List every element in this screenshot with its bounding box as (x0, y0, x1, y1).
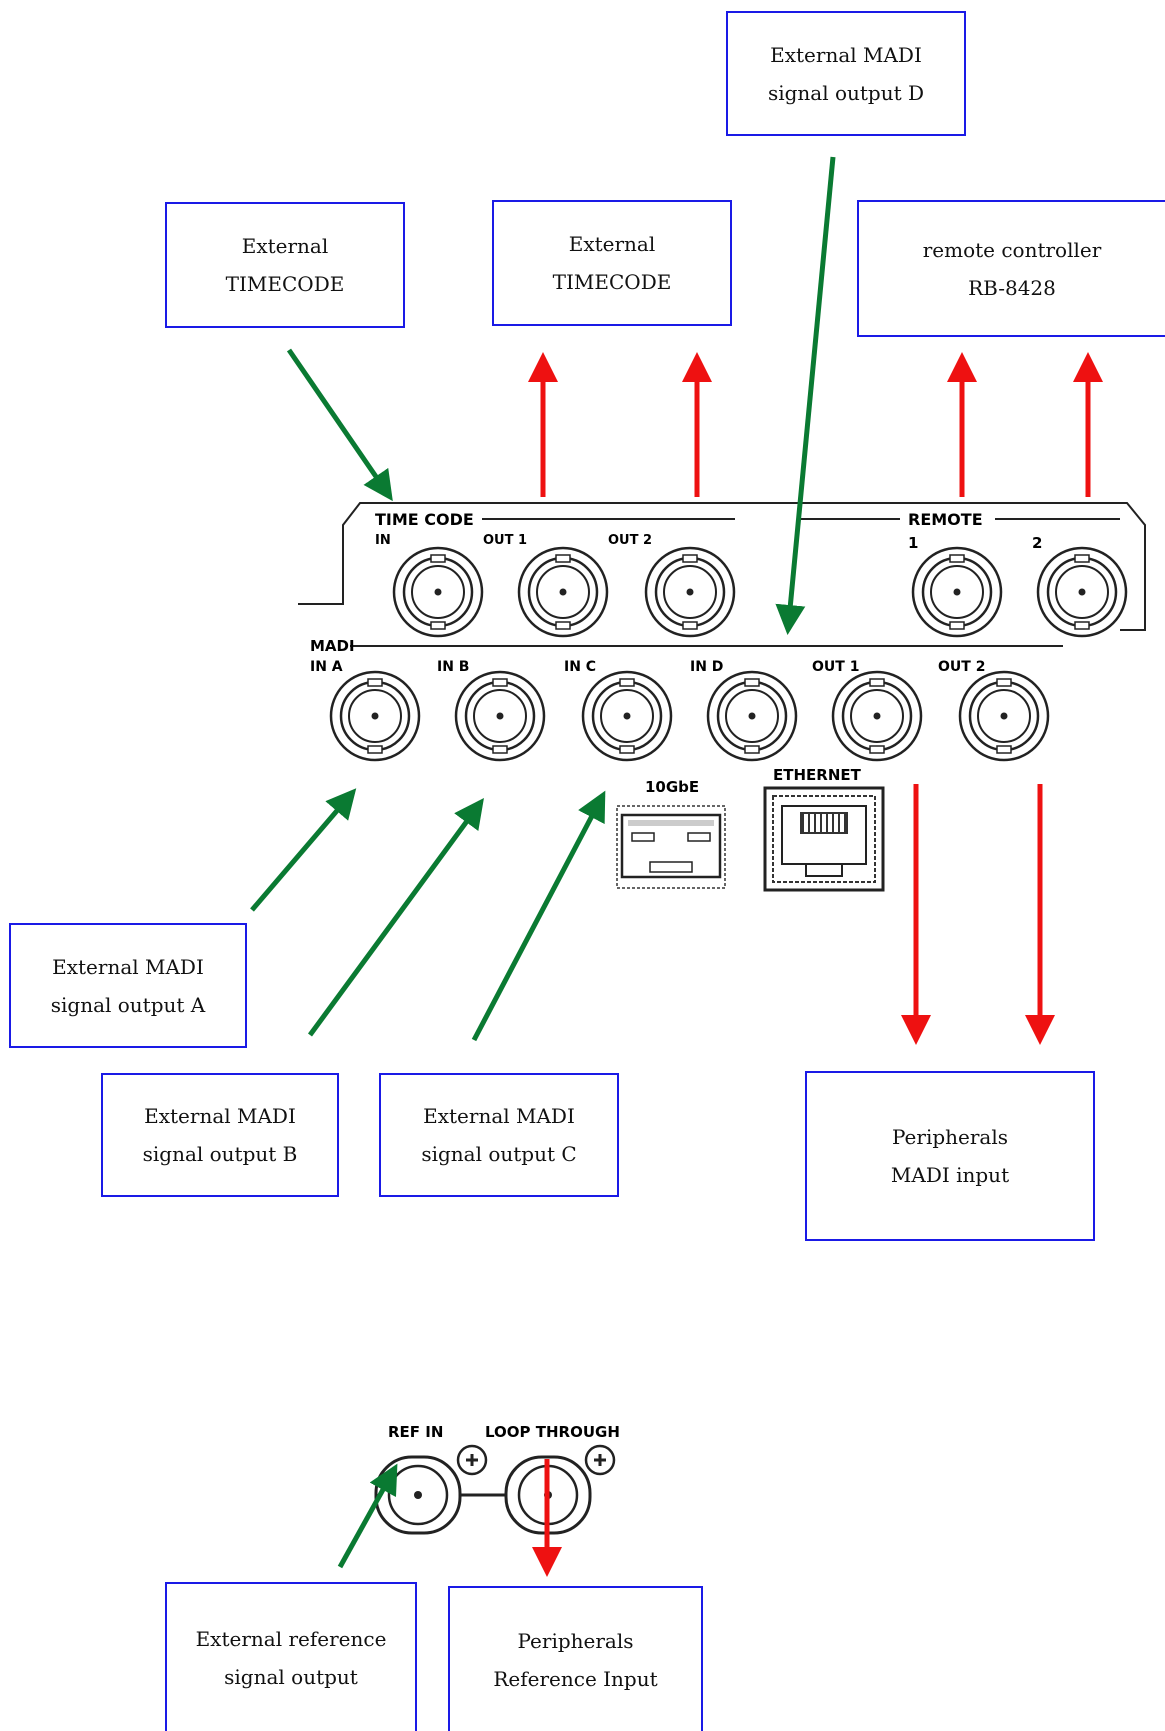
ref-in-screw-icon (456, 1444, 488, 1476)
bnc-tc-out1 (517, 546, 609, 638)
callout-madi-c-line2: signal output C (421, 1142, 577, 1166)
bnc-madi-in-c (581, 670, 673, 762)
bnc-remote-2 (1036, 546, 1128, 638)
callout-tc-in-line2: TIMECODE (225, 272, 345, 296)
callout-madi-d-line1: External MADI (770, 42, 922, 67)
bnc-madi-in-a (329, 670, 421, 762)
callout-peripherals-reference-input: Peripherals Reference Input (448, 1586, 703, 1731)
loop-through-screw-icon (584, 1444, 616, 1476)
arrow-madi-d-in (775, 156, 836, 635)
callout-madi-output-d: External MADI signal output D (726, 11, 966, 136)
madi-in-b-label: IN B (437, 659, 469, 675)
madi-label: MADI (310, 637, 355, 655)
callout-madi-output-b: External MADI signal output B (101, 1073, 339, 1197)
callout-remote-controller: remote controller RB-8428 (857, 200, 1165, 337)
tc-out1-label: OUT 1 (483, 533, 527, 548)
callout-periph-madi-line2: MADI input (890, 1163, 1010, 1187)
callout-tc-out-line2: TIMECODE (552, 270, 672, 294)
bnc-madi-out1 (831, 670, 923, 762)
ethernet-port (763, 786, 885, 892)
sfp-port-10gbe (616, 805, 726, 889)
callout-madi-output-c: External MADI signal output C (379, 1073, 619, 1197)
callout-remote-line1: remote controller (922, 237, 1102, 262)
remote-1-label: 1 (908, 534, 918, 552)
madi-in-d-label: IN D (690, 659, 723, 675)
madi-out1-label: OUT 1 (812, 659, 859, 675)
callout-tc-in-line1: External (241, 234, 329, 258)
callout-madi-a-line1: External MADI (52, 954, 204, 979)
bnc-madi-in-d (706, 670, 798, 762)
ref-in-label: REF IN (388, 1423, 443, 1441)
callout-madi-c-line1: External MADI (423, 1104, 575, 1128)
madi-in-c-label: IN C (564, 659, 596, 675)
bnc-madi-in-b (454, 670, 546, 762)
callout-timecode-out: External TIMECODE (492, 200, 732, 326)
callout-periph-ref-line2: Reference Input (493, 1666, 658, 1691)
callout-periph-madi-line1: Peripherals (891, 1125, 1008, 1149)
arrow-tc-in (286, 348, 393, 502)
callout-madi-a-line2: signal output A (50, 992, 206, 1017)
callout-external-reference: External reference signal output (165, 1582, 417, 1731)
madi-in-a-label: IN A (310, 659, 343, 675)
bnc-madi-out2 (958, 670, 1050, 762)
callout-periph-ref-line1: Peripherals (517, 1628, 634, 1653)
callout-remote-line2: RB-8428 (968, 275, 1056, 300)
callout-madi-b-line2: signal output B (142, 1142, 298, 1166)
remote-label: REMOTE (908, 510, 983, 529)
callout-timecode-in: External TIMECODE (165, 202, 405, 328)
arrow-madi-c-in (471, 790, 606, 1042)
callout-madi-b-line1: External MADI (144, 1104, 296, 1128)
arrow-madi-b-in (307, 797, 484, 1037)
arrow-madi-a-in (250, 788, 357, 912)
ethernet-label: ETHERNET (773, 766, 862, 784)
bnc-tc-out2 (644, 546, 736, 638)
rear-panel-outline (298, 502, 1146, 631)
tc-in-label: IN (375, 533, 391, 548)
callout-ext-ref-line1: External reference (195, 1626, 387, 1651)
loop-through-label: LOOP THROUGH (485, 1423, 620, 1441)
bnc-tc-in (392, 546, 484, 638)
callout-madi-output-a: External MADI signal output A (9, 923, 247, 1048)
madi-out2-label: OUT 2 (938, 659, 985, 675)
callout-madi-d-line2: signal output D (767, 80, 925, 105)
callout-tc-out-line1: External (568, 232, 656, 256)
remote-2-label: 2 (1032, 534, 1042, 552)
gbe-label: 10GbE (645, 778, 699, 796)
arrow-ref-in (337, 1463, 398, 1569)
callout-ext-ref-line2: signal output (224, 1664, 358, 1689)
bnc-remote-1 (911, 546, 1003, 638)
tc-out2-label: OUT 2 (608, 533, 652, 548)
time-code-label: TIME CODE (375, 510, 474, 529)
bnc-ref-in (374, 1455, 462, 1535)
callout-peripherals-madi-input: Peripherals MADI input (805, 1071, 1095, 1241)
